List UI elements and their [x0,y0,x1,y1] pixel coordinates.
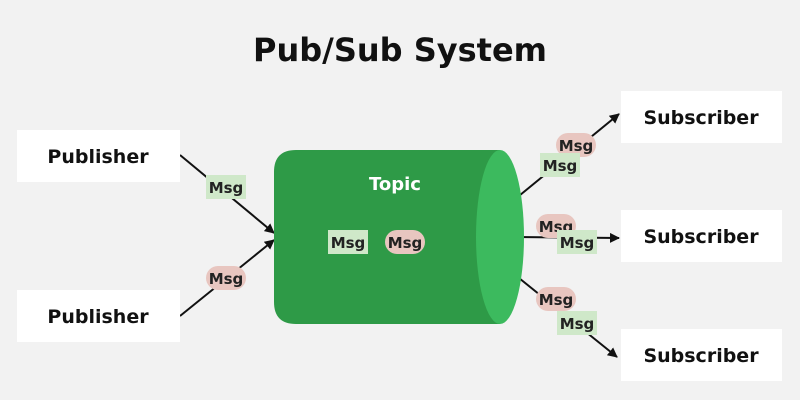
topic-label: Topic [369,174,421,195]
outbound-message-green-3 [557,311,597,335]
topic-message: Msg [385,230,425,254]
outbound-message: Msg [540,153,580,177]
outbound-message-green-2 [557,230,597,254]
outbound-message-label-6: Msg [560,315,595,333]
outbound-message-label-4: Msg [560,234,595,252]
outbound-message: Msg [536,287,576,311]
inbound-message-green [206,175,246,199]
outbound-message: Msg [557,311,597,335]
subscriber-label-3: Subscriber [643,345,759,367]
subscriber-label-1: Subscriber [643,107,759,129]
subscriber-box-3 [621,329,782,381]
inbound-message-label-1: Msg [209,179,244,197]
publisher-box-1 [17,130,180,182]
topic-message-green [328,230,368,254]
subscriber-box-2 [621,210,782,262]
inbound-message-label-2: Msg [209,270,244,288]
subscriber-box-1 [621,91,782,143]
diagram-title: Pub/Sub System [253,31,547,69]
topic-message-label-1: Msg [331,234,366,252]
topic-message: Msg [328,230,368,254]
outbound-message-label-1: Msg [559,137,594,155]
inbound-message-red [206,266,246,290]
outbound-message: Msg [556,133,596,157]
publisher-label-1: Publisher [47,146,149,168]
publisher-box: Publisher [17,130,180,182]
subscriber-box: Subscriber [621,91,782,143]
topic-message-label-2: Msg [388,234,423,252]
topic-end-cap [476,150,524,324]
inbound-message: Msg [206,266,246,290]
publisher-label-2: Publisher [47,306,149,328]
outbound-message-label-5: Msg [539,291,574,309]
subscriber-box: Subscriber [621,210,782,262]
inbound-message: Msg [206,175,246,199]
outbound-message-green-1 [540,153,580,177]
publisher-box: Publisher [17,290,180,342]
outbound-message: Msg [557,230,597,254]
outbound-message-red-1 [556,133,596,157]
topic-message-red [385,230,425,254]
outbound-message-label-2: Msg [543,157,578,175]
outbound-message-red-3 [536,287,576,311]
publisher-box-2 [17,290,180,342]
subscriber-box: Subscriber [621,329,782,381]
subscriber-label-2: Subscriber [643,226,759,248]
